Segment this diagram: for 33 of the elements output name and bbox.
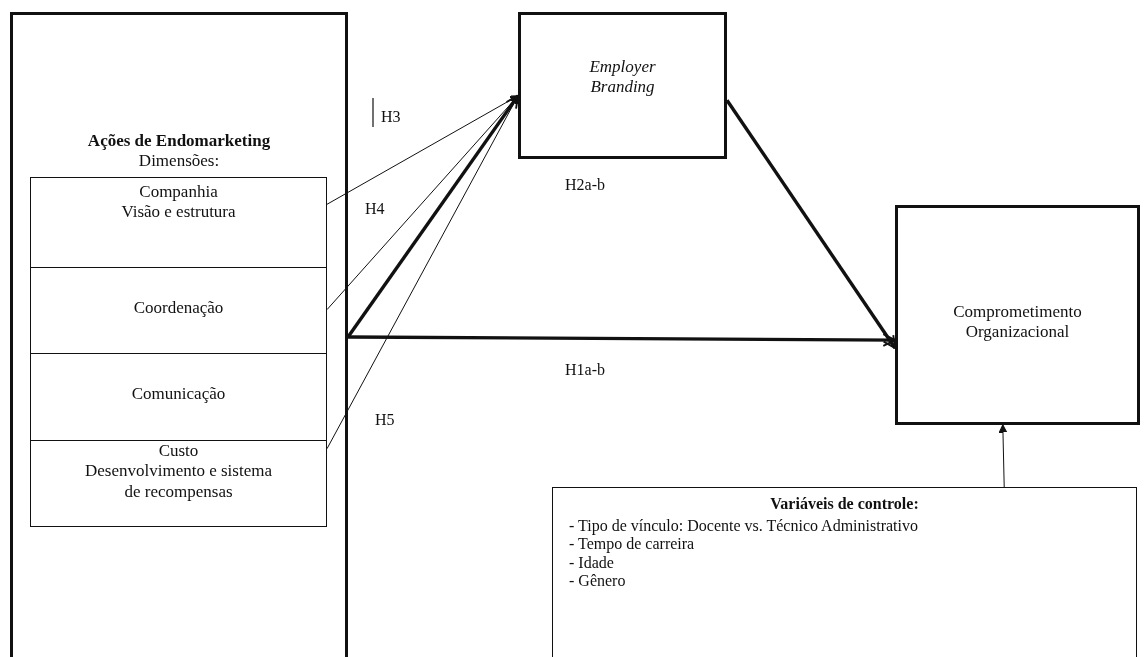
construct-subtitle: Dimensões:	[137, 151, 221, 172]
control-variable: - Idade	[569, 553, 615, 572]
dimension-box	[30, 177, 327, 268]
control-variable: - Tipo de vínculo: Docente vs. Técnico Administrativo	[569, 516, 919, 536]
dimension-title: Custo	[157, 441, 200, 462]
arrow	[326, 95, 519, 205]
control-variables-box	[552, 487, 1137, 657]
arrow	[348, 333, 896, 347]
dimension-description: Desenvolvimento e sistema de recompensas	[84, 461, 273, 503]
construct-box	[895, 205, 1140, 425]
construct-box	[518, 12, 727, 159]
hypothesis-label: H3	[381, 108, 401, 126]
control-variable: - Tempo de carreira	[569, 535, 696, 554]
dimension-box	[30, 440, 327, 527]
node-text: Coordenação	[132, 298, 225, 319]
arrow	[998, 424, 1008, 488]
dimension-box	[30, 267, 327, 354]
hypothesis-label: H5	[375, 411, 395, 429]
node-text: Comunicação	[130, 384, 227, 405]
construct-title: Comprometimento Organizacional	[952, 302, 1083, 343]
dimension-description: Visão e estrutura	[120, 202, 237, 223]
control-variable: - Gênero	[569, 571, 627, 591]
hypothesis-label: H4	[365, 200, 385, 218]
construct-title: Employer Branding	[588, 57, 657, 98]
construct-title: Ações de Endomarketing	[86, 131, 272, 152]
construct-box	[10, 12, 348, 657]
hypothesis-label: H1a-b	[565, 361, 605, 379]
hypothesis-label: H2a-b	[565, 176, 605, 194]
dimension-box	[30, 353, 327, 441]
dimension-title: Companhia	[138, 182, 219, 203]
arrow	[725, 99, 897, 349]
arrow	[346, 94, 520, 338]
control-variables-heading: Variáveis de controle:	[769, 494, 920, 514]
